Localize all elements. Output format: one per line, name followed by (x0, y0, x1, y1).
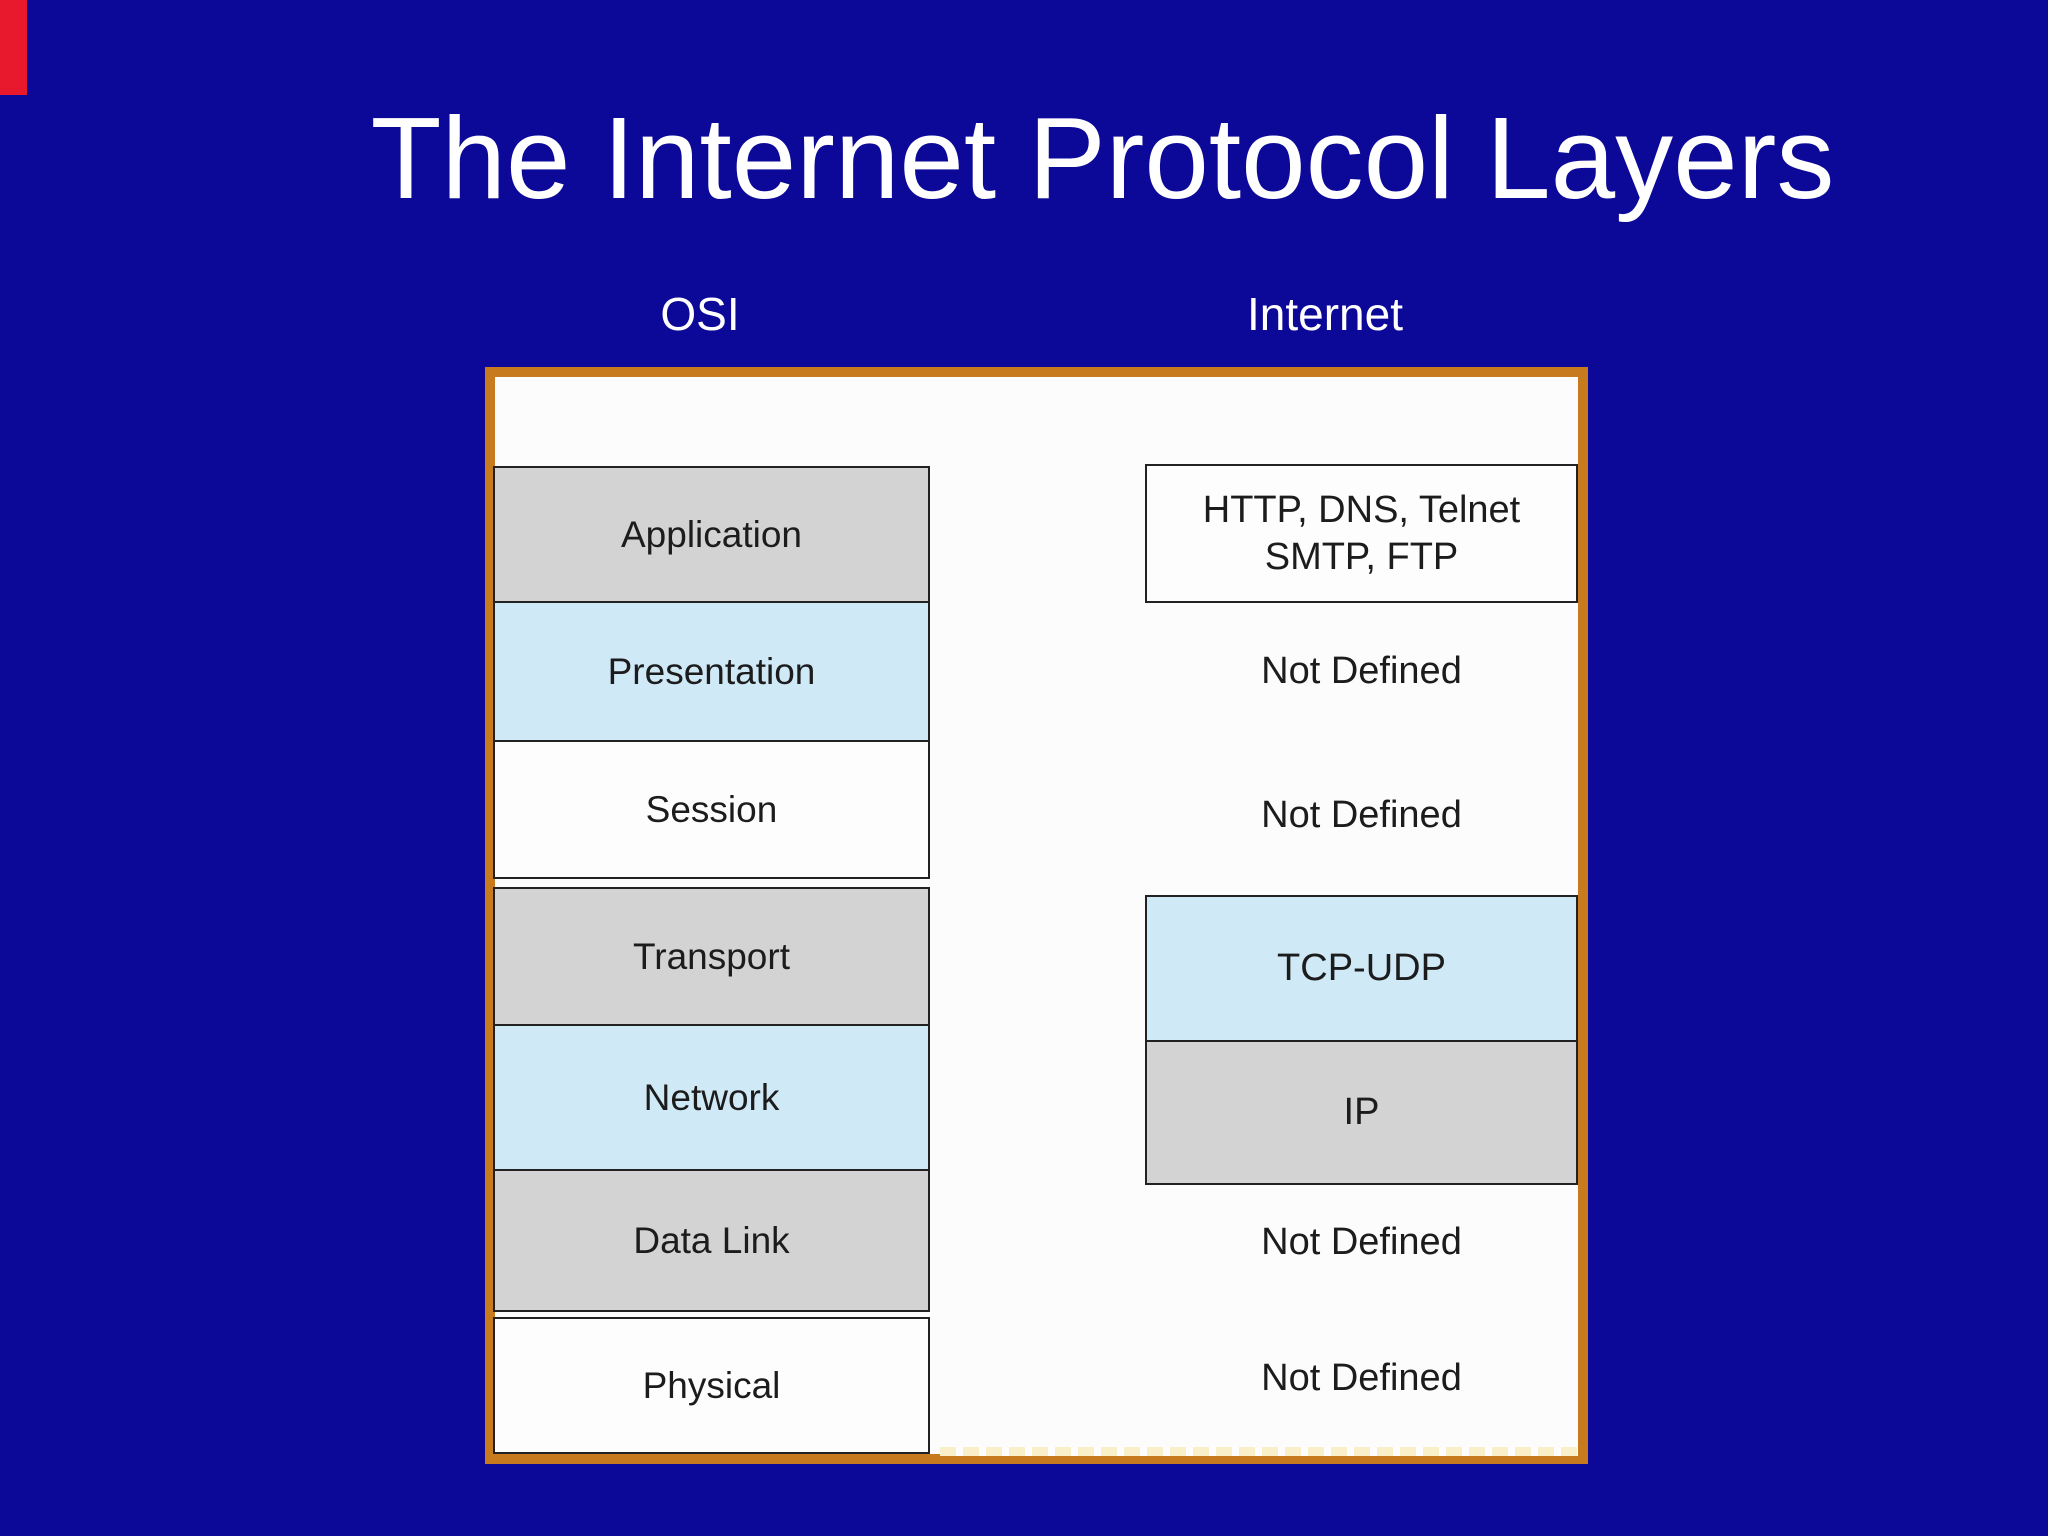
slide-title: The Internet Protocol Layers (370, 93, 1835, 223)
internet-application-protocols-box: HTTP, DNS, Telnet SMTP, FTP (1145, 464, 1578, 603)
internet-physical-not-defined: Not Defined (1261, 1356, 1462, 1399)
internet-protocols-line2: SMTP, FTP (1264, 535, 1459, 578)
internet-tcp-udp-box: TCP-UDP (1145, 895, 1578, 1042)
osi-layer-application: Application (493, 466, 930, 603)
osi-layer-datalink: Data Link (493, 1169, 930, 1312)
osi-layer-transport: Transport (493, 887, 930, 1026)
osi-layer-network: Network (493, 1024, 930, 1171)
corner-red-mark (0, 0, 27, 95)
bottom-border-artifact-strip (940, 1447, 1578, 1456)
osi-layer-presentation: Presentation (493, 601, 930, 742)
column-header-osi: OSI (660, 288, 740, 340)
internet-datalink-not-defined: Not Defined (1261, 1220, 1462, 1263)
internet-session-not-defined: Not Defined (1261, 793, 1462, 836)
osi-layer-session: Session (493, 740, 930, 879)
internet-ip-box: IP (1145, 1040, 1578, 1185)
osi-layer-physical: Physical (493, 1317, 930, 1454)
internet-protocols-line1: HTTP, DNS, Telnet (1202, 489, 1521, 532)
column-header-internet: Internet (1247, 288, 1403, 340)
internet-presentation-not-defined: Not Defined (1261, 649, 1462, 692)
